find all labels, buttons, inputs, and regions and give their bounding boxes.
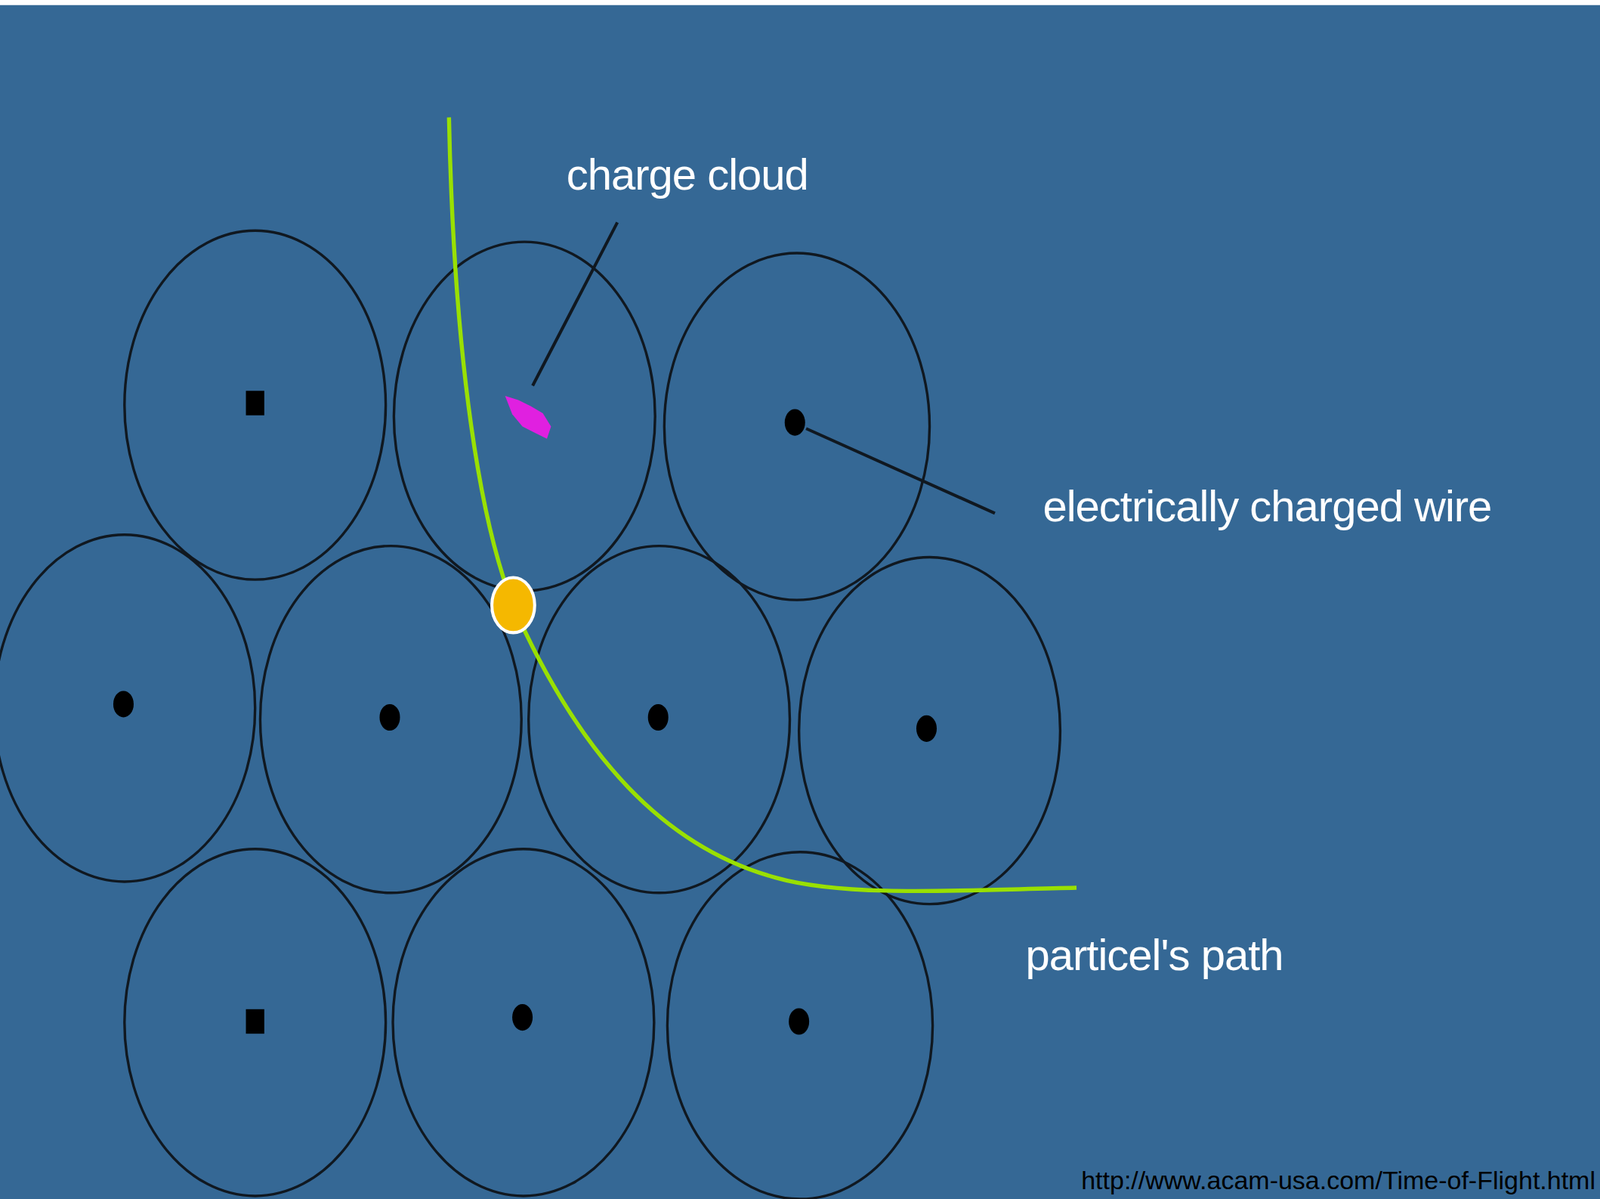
charge-cloud	[505, 395, 552, 439]
wires	[113, 390, 937, 1035]
hit-point	[491, 577, 535, 633]
top-strip	[0, 0, 1600, 6]
callout-label: particel's path	[1025, 930, 1284, 980]
leader-lines	[532, 222, 995, 513]
drift-cells	[0, 230, 1060, 1199]
particle-path	[448, 117, 1077, 891]
callout-label: charge cloud	[566, 150, 809, 199]
source-url: http://www.acam-usa.com/Time-of-Flight.h…	[1081, 1166, 1596, 1195]
callout-label: electrically charged wire	[1042, 481, 1492, 531]
